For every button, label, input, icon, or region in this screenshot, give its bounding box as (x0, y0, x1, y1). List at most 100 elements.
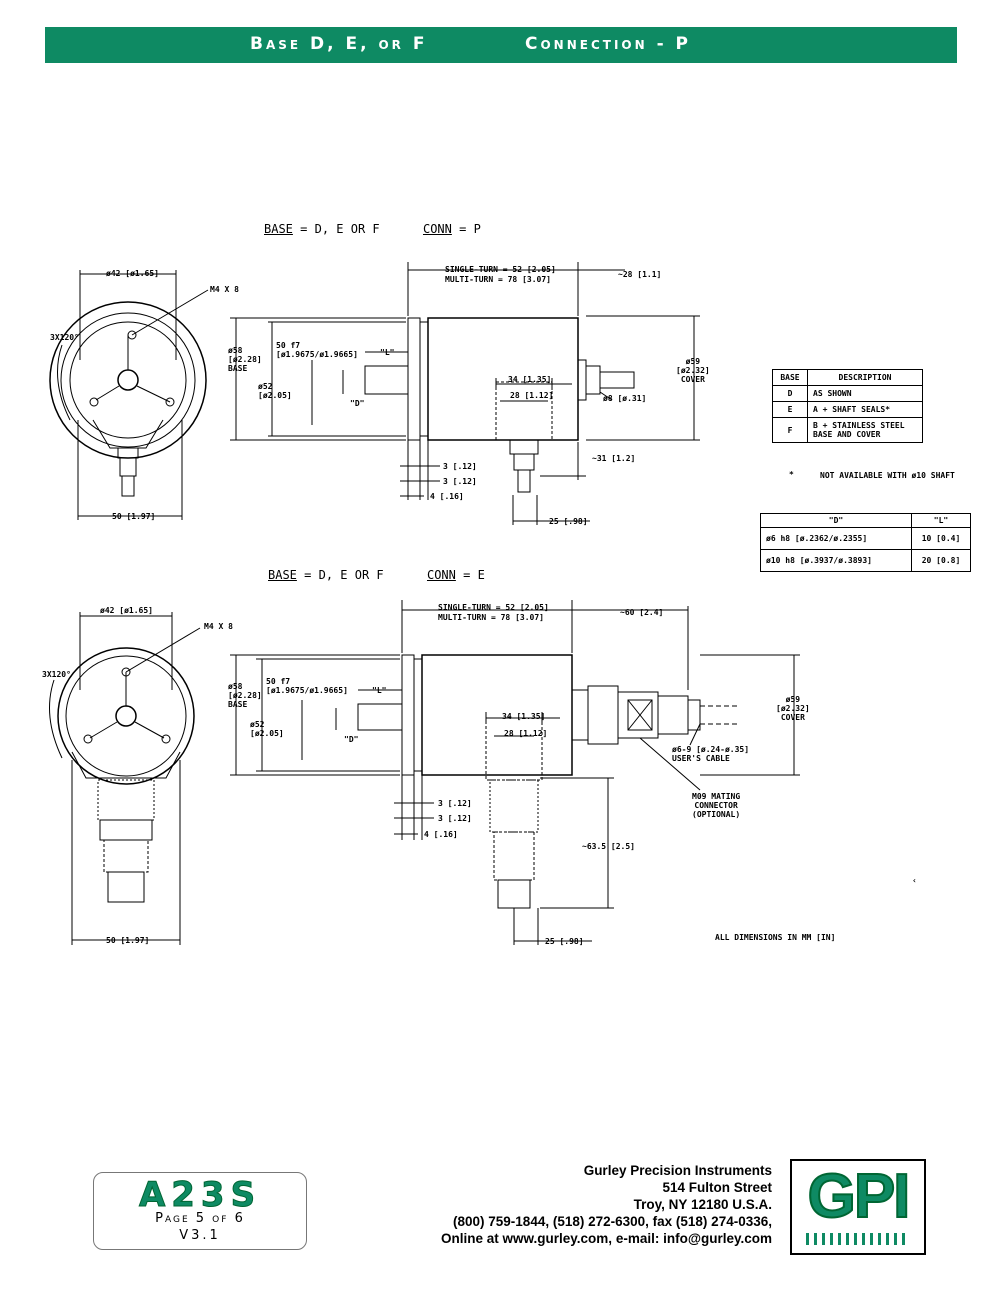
e-dim-L: "L" (372, 686, 387, 695)
base-table-header: BASE DESCRIPTION (772, 369, 923, 386)
shaft-table: "D" "L" ø6 h8 [ø.2362/ø.2355] 10 [0.4] ø… (760, 513, 971, 572)
phone: (800) 759-1844, (518) 272-6300, fax (518… (453, 1214, 772, 1229)
p-dim-d31: ~31 [1.2] (592, 454, 636, 463)
e-dim-m4: M4 X 8 (204, 622, 233, 631)
company-address: Gurley Precision Instruments 514 Fulton … (380, 1162, 772, 1247)
model-name: A23S (138, 1175, 262, 1216)
e-dim-dia59: ø59 [ø2.32] COVER (776, 695, 810, 723)
e-dim-d34: 34 [1.35] (502, 712, 546, 721)
table-row: D AS SHOWN (772, 385, 923, 402)
street: 514 Fulton Street (662, 1180, 772, 1195)
p-caption-conn-val: = P (459, 222, 481, 236)
p-dim-d28b: 28 [1.12] (510, 391, 554, 400)
base-table: BASE DESCRIPTION D AS SHOWN E A + SHAFT … (772, 369, 923, 443)
e-dim-dia58: ø58 [ø2.28] BASE (228, 682, 262, 710)
p-dim-angle: 3X120° (50, 333, 79, 342)
e-dim-d635: ~63.5 [2.5] (582, 842, 635, 851)
p-caption: BASE = D, E OR F CONN = P (264, 222, 481, 236)
e-dim-f7: 50 f7 [ø1.9675/ø1.9665] (266, 677, 348, 696)
e-dim-D: "D" (344, 735, 359, 744)
e-dim-d60: ~60 [2.4] (620, 608, 664, 617)
table-row: ø6 h8 [ø.2362/ø.2355] 10 [0.4] (760, 527, 971, 550)
p-dim-dia8: ø8 [ø.31] (603, 394, 647, 403)
e-caption-conn-val: = E (463, 568, 485, 582)
e-dim-dia52: ø52 [ø2.05] (250, 720, 284, 739)
p-dim-d34: 34 [1.35] (508, 375, 552, 384)
base-code: E (772, 401, 808, 418)
base-table-header-base: BASE (772, 369, 808, 386)
e-dim-d4: 4 [.16] (424, 830, 458, 839)
all-dimensions-note: ALL DIMENSIONS IN MM [IN] (715, 933, 836, 942)
version: V3.1 (179, 1228, 221, 1243)
p-dim-d3b: 3 [.12] (443, 477, 477, 486)
p-dim-w50: 50 [1.97] (112, 512, 156, 521)
p-dim-dia58: ø58 [ø2.28] BASE (228, 346, 262, 374)
shaft-table-header-L: "L" (911, 513, 971, 528)
shaft-table-header-D: "D" (760, 513, 912, 528)
base-description: B + STAINLESS STEEL BASE AND COVER (807, 417, 923, 443)
p-dim-m4: M4 X 8 (210, 285, 239, 294)
shaft-length: 20 [0.8] (911, 549, 971, 572)
e-caption-conn-key: CONN (426, 568, 456, 582)
table-row: ø10 h8 [ø.3937/ø.3893] 20 [0.8] (760, 549, 971, 572)
p-caption-base-key: BASE (264, 222, 293, 236)
shaft-length: 10 [0.4] (911, 527, 971, 550)
p-dim-dia52: ø52 [ø2.05] (258, 382, 292, 401)
base-note: NOT AVAILABLE WITH ø10 SHAFT (820, 471, 955, 480)
e-dim-angle: 3X120° (42, 670, 71, 679)
gpi-logo: GPI (790, 1159, 926, 1255)
e-dim-multi: MULTI-TURN = 78 [3.07] (438, 613, 544, 622)
p-dim-f7: 50 f7 [ø1.9675/ø1.9665] (276, 341, 358, 360)
p-dim-dia42: ø42 [ø1.65] (106, 269, 159, 278)
e-caption: BASE = D, E OR F CONN = E (268, 568, 485, 582)
e-dim-d3b: 3 [.12] (438, 814, 472, 823)
p-dim-d28: ~28 [1.1] (618, 270, 662, 279)
shaft-diameter: ø10 h8 [ø.3937/ø.3893] (760, 549, 912, 572)
base-table-header-description: DESCRIPTION (807, 369, 923, 386)
p-dim-dia59: ø59 [ø2.32] COVER (676, 357, 710, 385)
p-dim-L: "L" (380, 348, 395, 357)
e-dim-w50: 50 [1.97] (106, 936, 150, 945)
header-base-title: Base D, E, or F (250, 34, 428, 54)
p-caption-conn-key: CONN (422, 222, 452, 236)
p-side-view (230, 262, 700, 525)
e-dim-d25: 25 [.98] (545, 937, 584, 946)
logo-text: GPI (807, 1161, 912, 1232)
company-name: Gurley Precision Instruments (583, 1163, 772, 1178)
p-dim-d25: 25 [.98] (549, 517, 588, 526)
stray-mark: ‹ (912, 876, 917, 885)
p-dim-d4: 4 [.16] (430, 492, 464, 501)
p-front-view (49, 270, 209, 520)
e-dim-dia42: ø42 [ø1.65] (100, 606, 153, 615)
logo-bars (806, 1233, 910, 1245)
p-dim-d3a: 3 [.12] (443, 462, 477, 471)
e-dim-d28b: 28 [1.12] (504, 729, 548, 738)
page-number: Page 5 of 6 (155, 1211, 245, 1226)
e-side-view (230, 600, 800, 945)
table-row: F B + STAINLESS STEEL BASE AND COVER (772, 417, 923, 443)
e-caption-base-val: = D, E OR F (304, 568, 384, 582)
shaft-diameter: ø6 h8 [ø.2362/ø.2355] (760, 527, 912, 550)
city: Troy, NY 12180 U.S.A. (633, 1197, 772, 1212)
p-dim-D: "D" (350, 399, 365, 408)
e-dim-d3a: 3 [.12] (438, 799, 472, 808)
base-description: AS SHOWN (807, 385, 923, 402)
base-code: D (772, 385, 808, 402)
e-front-view (49, 612, 201, 945)
header-banner: Base D, E, or F Connection - P (45, 27, 957, 63)
shaft-table-header: "D" "L" (760, 513, 971, 528)
p-caption-base-val: = D, E OR F (300, 222, 380, 236)
web-email: Online at www.gurley.com, e-mail: info@g… (441, 1231, 772, 1246)
table-row: E A + SHAFT SEALS* (772, 401, 923, 418)
model-badge: A23S Page 5 of 6 V3.1 (93, 1172, 307, 1250)
e-dim-cable: ø6-9 [ø.24-ø.35] USER'S CABLE (672, 745, 750, 764)
base-note-star: * (789, 470, 794, 479)
p-dim-multi: MULTI-TURN = 78 [3.07] (445, 275, 551, 284)
base-description: A + SHAFT SEALS* (807, 401, 923, 418)
e-caption-base-key: BASE (268, 568, 297, 582)
e-dim-single: SINGLE-TURN = 52 [2.05] (438, 603, 549, 612)
e-dim-m09: M09 MATING CONNECTOR (OPTIONAL) (692, 792, 741, 820)
header-connection-title: Connection - P (525, 34, 692, 54)
base-code: F (772, 417, 808, 443)
